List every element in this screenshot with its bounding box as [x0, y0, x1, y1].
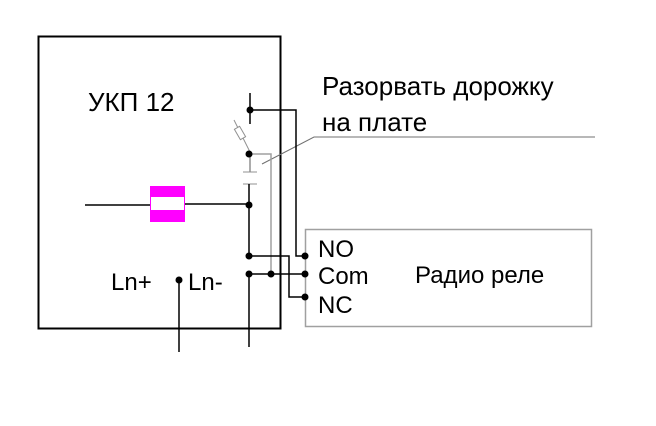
junction-dot-ln-minus — [245, 270, 253, 278]
junction-dot-upper — [245, 252, 253, 260]
relay-contact-nc: NC — [318, 292, 353, 319]
relay-dot-com — [301, 270, 309, 278]
ukp-device-box — [37, 35, 282, 330]
relay-contact-com: Com — [318, 263, 369, 290]
wire-to-nc — [249, 255, 305, 298]
junction-dot-switch-top — [246, 106, 254, 114]
junction-dot-ln-plus — [175, 276, 183, 284]
junction-dot-trace — [267, 270, 275, 278]
annotation-line-1: Разорвать дорожку — [322, 71, 554, 101]
fuse-element — [151, 197, 184, 210]
junction-dot-switch-bottom — [245, 150, 253, 158]
switch-actuator — [233, 125, 247, 141]
device-title: УКП 12 — [88, 87, 175, 117]
terminal-ln-minus: Ln- — [188, 269, 223, 296]
board-trace — [250, 153, 272, 273]
wire-to-no — [250, 109, 305, 257]
relay-dot-no — [301, 252, 309, 260]
radio-relay-box — [304, 228, 593, 328]
relay-contact-no: NO — [318, 236, 354, 263]
relay-title: Радио реле — [415, 262, 544, 289]
terminal-ln-plus: Ln+ — [111, 269, 152, 296]
annotation-line-2: на плате — [322, 107, 427, 137]
relay-dot-nc — [301, 293, 309, 301]
annotation-leader-line — [261, 136, 595, 165]
junction-dot-fuse — [245, 201, 253, 209]
